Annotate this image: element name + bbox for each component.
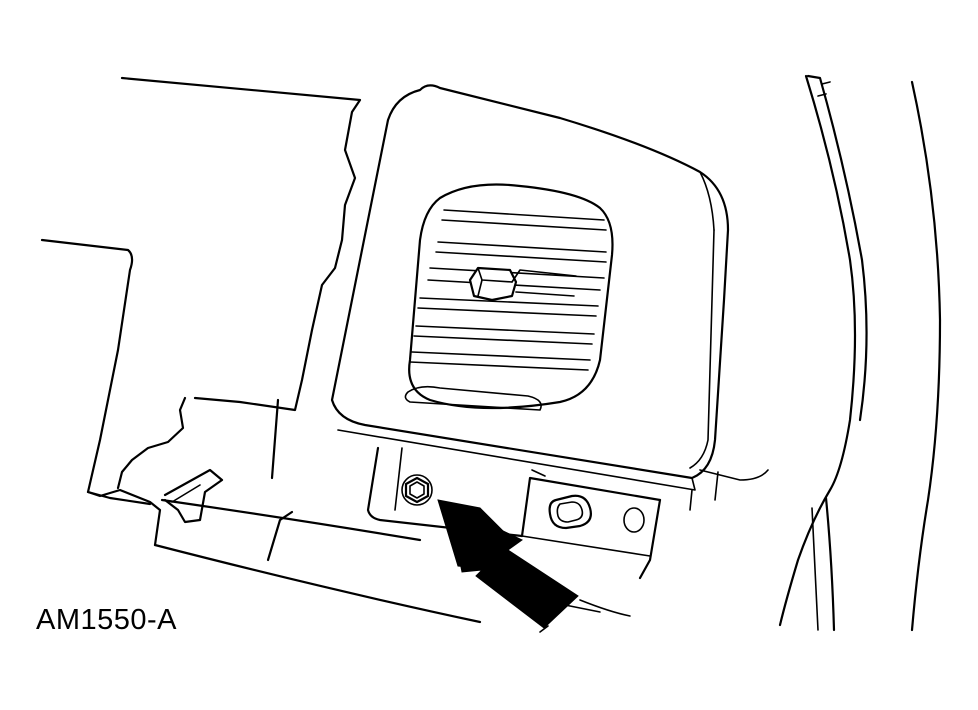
vent-bottom-slot (404, 385, 542, 411)
arrow-icon (437, 499, 579, 629)
hex-bolt-icon (401, 474, 433, 506)
mounting-bracket (366, 446, 662, 580)
center-support (266, 398, 294, 562)
right-side-panel (689, 74, 942, 632)
bracket-holes (548, 494, 645, 533)
figure-id-label: AM1550-A (36, 604, 178, 636)
left-trim-panel (40, 238, 187, 547)
louver-adjust-tab (468, 266, 577, 302)
upper-panel-section (120, 76, 362, 412)
lower-notch-bracket (163, 468, 224, 524)
